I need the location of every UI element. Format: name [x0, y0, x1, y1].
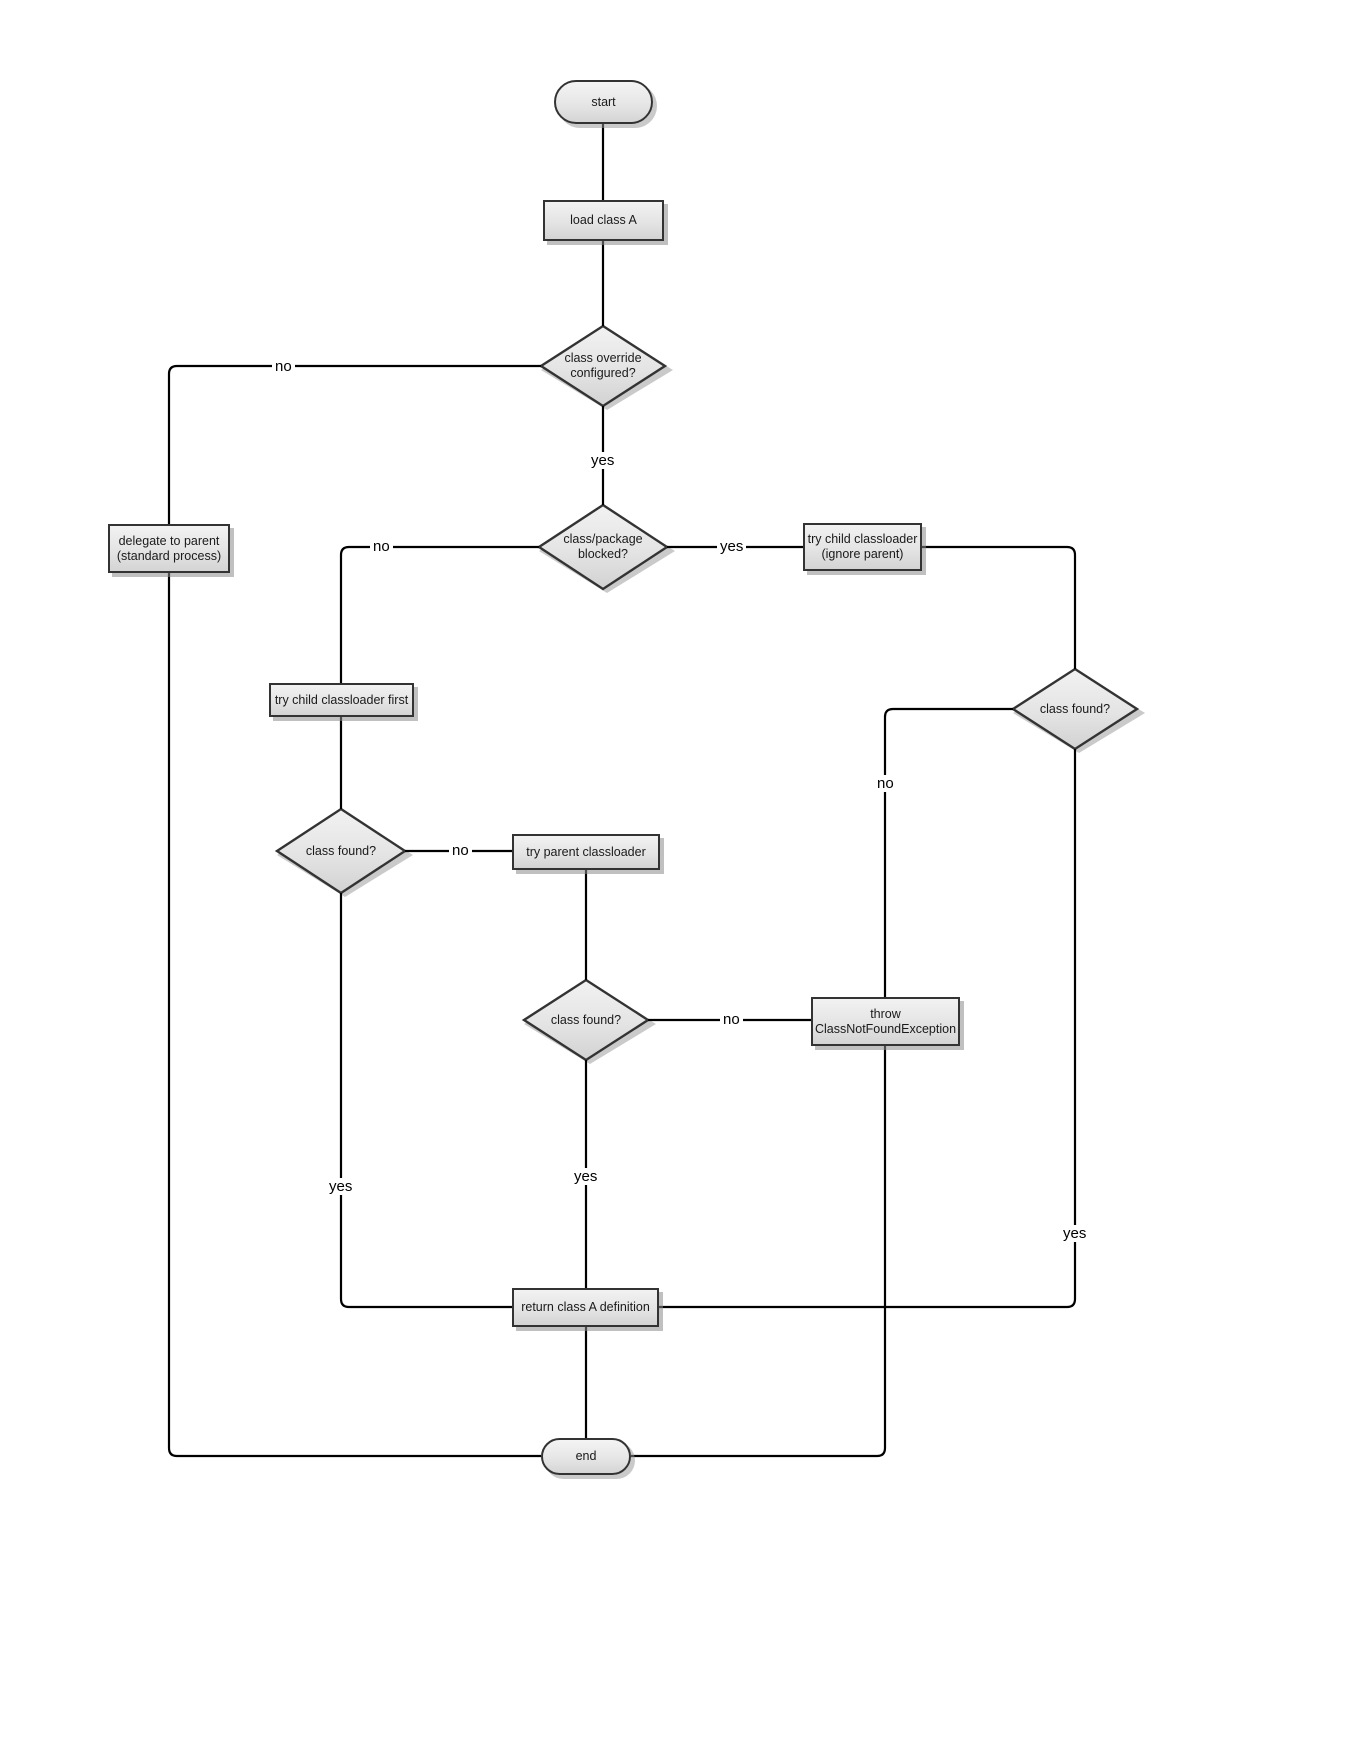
edge-label-mid-found-yes: yes: [571, 1168, 601, 1185]
edge-label-blocked-yes: yes: [717, 538, 747, 555]
edge-label-right-found-no: no: [874, 775, 897, 792]
edge-label-left-found-yes: yes: [326, 1178, 356, 1195]
edge-label-blocked-no: no: [370, 538, 393, 555]
node-try-parent-label: try parent classloader: [526, 844, 646, 859]
node-class-found-right-label: class found?: [1039, 701, 1111, 716]
node-class-override-label: class override configured?: [564, 351, 642, 380]
node-throw-exception-label: throw ClassNotFoundException: [814, 1006, 957, 1036]
node-start-label: start: [591, 94, 616, 109]
node-try-child-ignore-parent[interactable]: try child classloader (ignore parent): [803, 523, 922, 571]
decision-package-blocked-shape: [536, 503, 670, 591]
node-throw-exception[interactable]: throw ClassNotFoundException: [811, 997, 960, 1046]
edge-label-override-no: no: [272, 358, 295, 375]
node-try-child-first-label: try child classloader first: [274, 692, 409, 707]
edge-label-right-found-yes: yes: [1060, 1225, 1090, 1242]
node-try-child-first[interactable]: try child classloader first: [269, 683, 414, 717]
decision-class-found-left-shape: [274, 807, 408, 895]
node-end[interactable]: end: [541, 1438, 631, 1475]
node-delegate-parent-label: delegate to parent (standard process): [116, 533, 222, 563]
node-return-class[interactable]: return class A definition: [512, 1288, 659, 1327]
node-try-parent[interactable]: try parent classloader: [512, 834, 660, 870]
edge-label-left-found-no: no: [449, 842, 472, 859]
node-load-class-label: load class A: [570, 213, 637, 227]
node-start[interactable]: start: [554, 80, 653, 124]
decision-class-override-shape: [538, 324, 668, 408]
node-end-label: end: [575, 1449, 597, 1463]
edge-label-override-yes: yes: [588, 452, 618, 469]
node-package-blocked-label: class/package blocked?: [563, 532, 643, 561]
edge-label-mid-found-no: no: [720, 1011, 743, 1028]
node-load-class[interactable]: load class A: [543, 200, 664, 241]
node-try-child-ignore-parent-label: try child classloader (ignore parent): [807, 532, 918, 561]
decision-class-found-mid-shape: [521, 978, 651, 1062]
node-class-found-mid-label: class found?: [550, 1012, 622, 1027]
node-return-class-label: return class A definition: [521, 1300, 650, 1314]
node-class-found-left-label: class found?: [305, 843, 377, 858]
node-delegate-parent[interactable]: delegate to parent (standard process): [108, 524, 230, 573]
decision-class-found-right-shape: [1010, 667, 1140, 751]
